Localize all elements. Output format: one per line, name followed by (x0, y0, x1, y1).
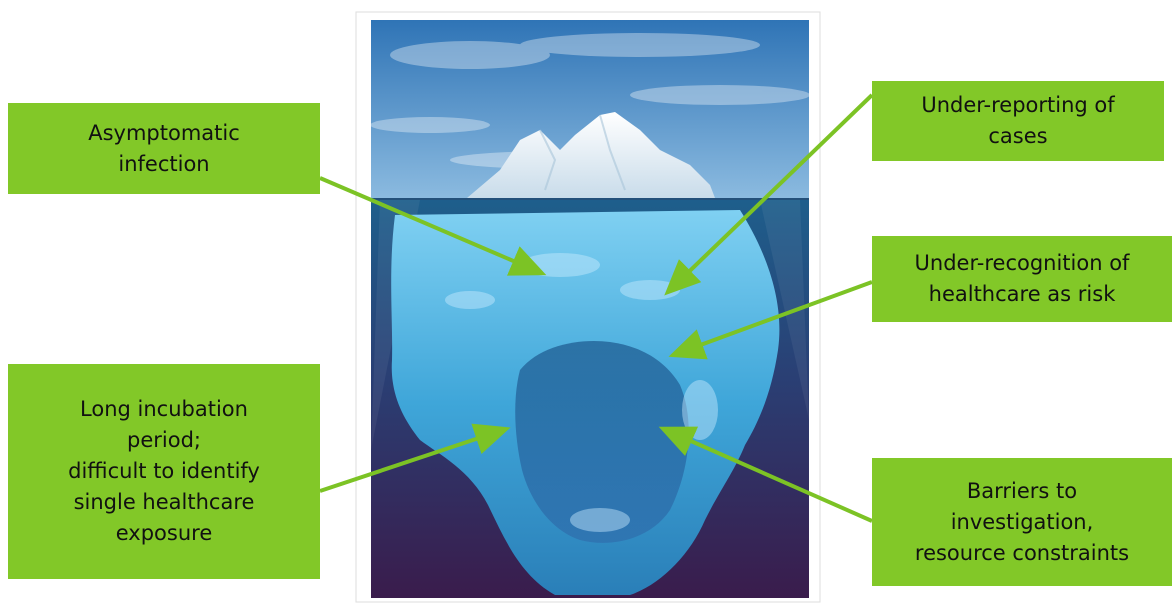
arrow-asymptomatic (319, 176, 547, 276)
label-asymptomatic-infection: Asymptomatic infection (8, 103, 320, 194)
label-under-reporting-text: Under-reporting of cases (921, 93, 1115, 148)
label-under-reporting: Under-reporting of cases (872, 81, 1164, 161)
label-long-incubation: Long incubation period; difficult to ide… (8, 364, 320, 579)
arrow-under-recognition (668, 280, 873, 360)
arrows (319, 93, 874, 523)
label-under-recognition: Under-recognition of healthcare as risk (872, 236, 1172, 322)
ice-highlights (445, 253, 718, 532)
ice-cave (515, 340, 689, 543)
arrow-long-incubation (319, 423, 511, 493)
label-long-incubation-text: Long incubation period; difficult to ide… (68, 397, 260, 545)
iceberg-tip (467, 112, 715, 198)
label-barriers: Barriers to investigation, resource cons… (872, 458, 1172, 586)
label-barriers-text: Barriers to investigation, resource cons… (914, 478, 1130, 565)
arrow-barriers (658, 426, 873, 523)
label-under-recognition-text: Under-recognition of healthcare as risk (914, 251, 1130, 306)
label-asymptomatic-text: Asymptomatic infection (88, 120, 240, 176)
arrow-under-reporting (664, 93, 874, 296)
